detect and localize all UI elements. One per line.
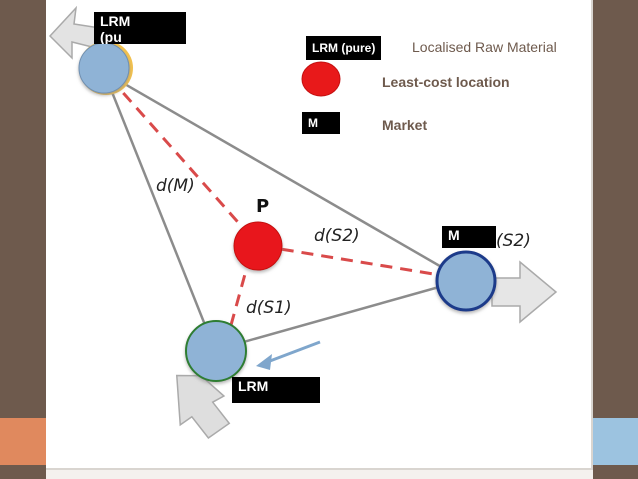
legend-text-localised-raw-material: Localised Raw Material bbox=[412, 39, 557, 55]
pointer-arrow-icon bbox=[256, 340, 321, 370]
arrow-bottom-left-icon bbox=[175, 374, 231, 439]
legend-least-cost-icon bbox=[301, 61, 341, 97]
label-d-s2: d(S2) bbox=[314, 226, 360, 246]
left-frame-bar bbox=[0, 0, 46, 479]
label-top-left-node: LRM (pu bbox=[94, 12, 186, 44]
dashed-distance-s1 bbox=[226, 255, 252, 337]
edge-top-right bbox=[103, 70, 465, 282]
bottom-stripe-accent-right bbox=[593, 418, 638, 465]
arrow-right-icon bbox=[491, 260, 558, 324]
label-bottom-node: LRM bbox=[232, 377, 320, 403]
legend-key-lrm-pure: LRM (pure) bbox=[306, 36, 382, 60]
edge-bottom-right bbox=[214, 278, 465, 352]
node-right-market bbox=[435, 250, 497, 312]
node-top-left bbox=[78, 42, 130, 94]
right-frame-bar bbox=[593, 0, 638, 479]
edge-top-bottom bbox=[102, 71, 217, 351]
label-right-node: M bbox=[442, 226, 496, 248]
node-bottom bbox=[185, 320, 247, 382]
legend-key-market: M bbox=[302, 112, 340, 134]
label-point-p: P bbox=[256, 196, 270, 217]
label-d-s1: d(S1) bbox=[246, 298, 292, 318]
least-cost-point bbox=[233, 221, 283, 271]
dashed-distance-m bbox=[108, 77, 254, 239]
dashed-distance-s2 bbox=[261, 244, 459, 280]
label-d-m: d(M) bbox=[156, 176, 195, 196]
legend-text-market: Market bbox=[382, 117, 428, 133]
bottom-stripe-accent-left bbox=[0, 418, 46, 465]
label-right-partial: (S2) bbox=[496, 231, 531, 251]
legend-text-least-cost-location: Least-cost location bbox=[382, 74, 510, 90]
